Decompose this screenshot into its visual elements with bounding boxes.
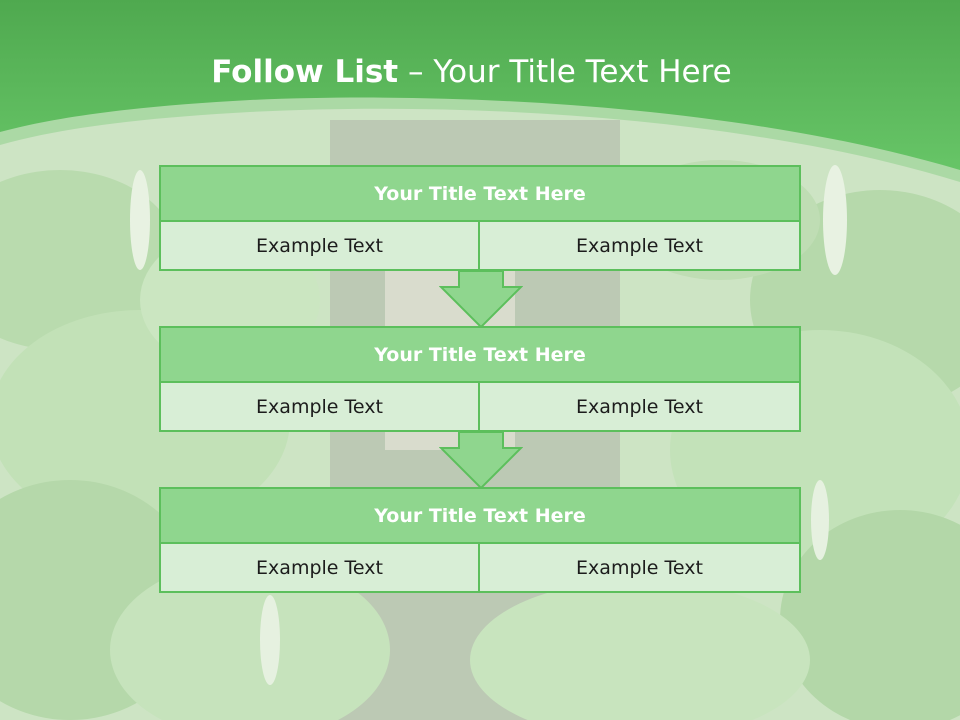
step-2-left-text[interactable]: Example Text: [159, 381, 480, 432]
slide-title: Follow List – Your Title Text Here: [0, 54, 943, 90]
header-band: [0, 0, 960, 182]
step-3-right-text[interactable]: Example Text: [480, 542, 801, 593]
step-3: Your Title Text Here Example Text Exampl…: [159, 487, 801, 593]
step-1: Your Title Text Here Example Text Exampl…: [159, 165, 801, 271]
step-2: Your Title Text Here Example Text Exampl…: [159, 326, 801, 432]
step-2-right-text[interactable]: Example Text: [480, 381, 801, 432]
step-3-left-text[interactable]: Example Text: [159, 542, 480, 593]
step-1-left-text[interactable]: Example Text: [159, 220, 480, 271]
step-1-title[interactable]: Your Title Text Here: [159, 165, 801, 222]
down-arrow-icon: [439, 432, 523, 490]
slide-title-rest: – Your Title Text Here: [398, 54, 732, 90]
slide-title-bold: Follow List: [211, 54, 399, 90]
step-3-title[interactable]: Your Title Text Here: [159, 487, 801, 544]
step-2-title[interactable]: Your Title Text Here: [159, 326, 801, 383]
down-arrow-icon: [439, 271, 523, 329]
step-1-right-text[interactable]: Example Text: [480, 220, 801, 271]
